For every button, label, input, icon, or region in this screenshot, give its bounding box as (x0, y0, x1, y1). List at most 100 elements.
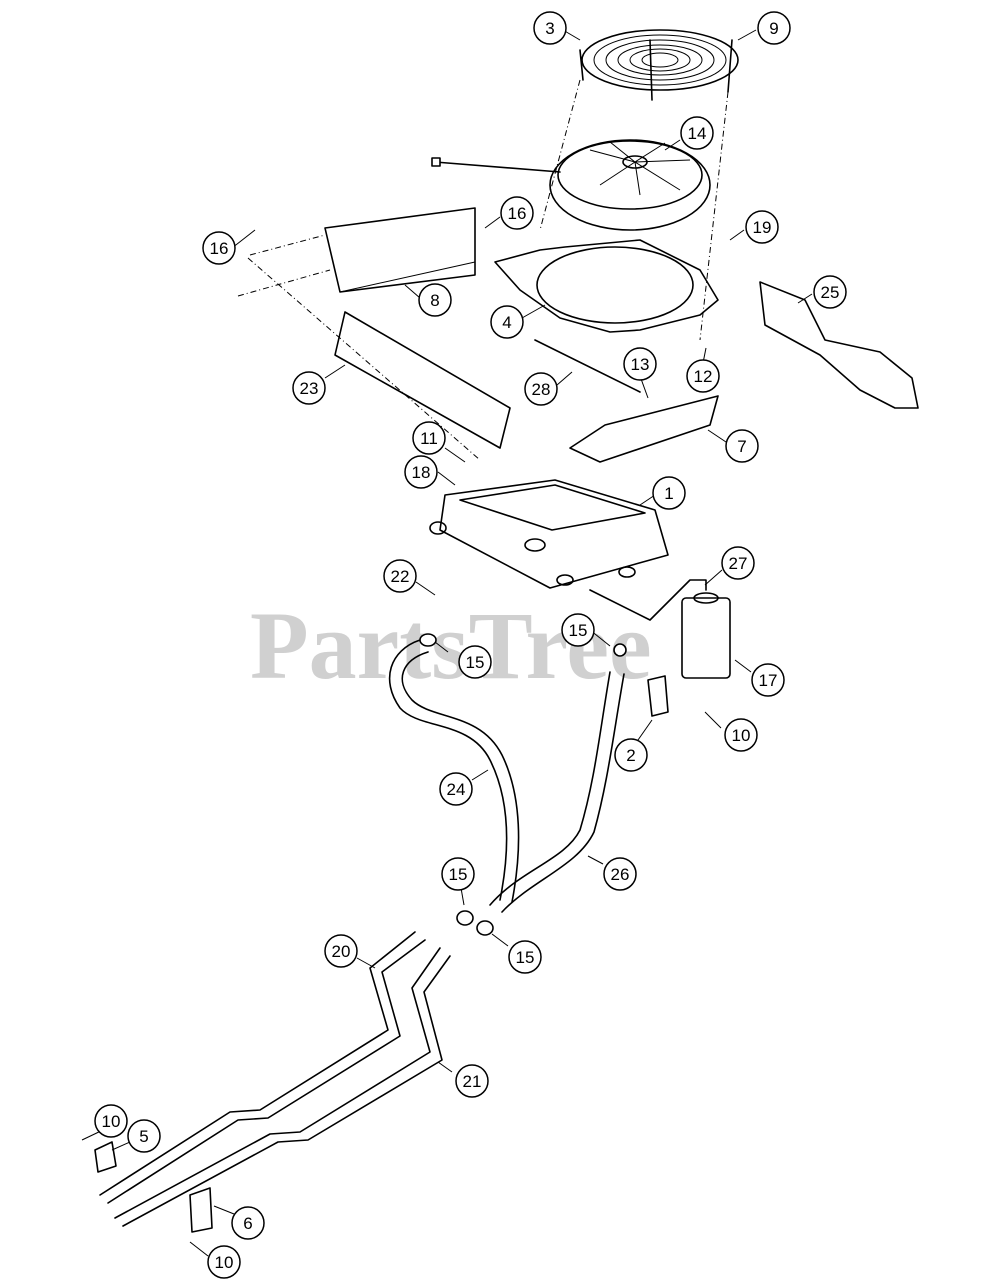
callout-circle (508, 940, 542, 974)
callout-number: 20 (332, 942, 351, 961)
radiator (429, 479, 669, 589)
callout-2: 2 (614, 738, 648, 772)
hose-lower (489, 671, 625, 913)
callout-number: 15 (449, 865, 468, 884)
callout-circle (757, 11, 791, 45)
callout-13: 13 (623, 347, 657, 381)
callout-number: 4 (502, 313, 511, 332)
callout-number: 11 (420, 429, 438, 448)
rod (534, 339, 641, 393)
callout-27: 27 (721, 546, 755, 580)
callout-circle (524, 372, 558, 406)
shroud-plate (494, 239, 719, 333)
callout-18: 18 (404, 455, 438, 489)
callout-10: 10 (207, 1245, 241, 1279)
callout-circle (533, 11, 567, 45)
callout-number: 10 (102, 1112, 121, 1131)
hose-clamps (419, 633, 627, 936)
callout-8: 8 (418, 283, 452, 317)
callout-10: 10 (94, 1104, 128, 1138)
callout-number: 19 (753, 218, 772, 237)
callout-24: 24 (439, 772, 473, 806)
callout-circle (561, 613, 595, 647)
bracket-small (647, 675, 669, 717)
callout-23: 23 (292, 371, 326, 405)
callout-number: 23 (300, 379, 319, 398)
callout-circle (441, 857, 475, 891)
tube-20 (99, 931, 426, 1204)
callout-number: 16 (508, 204, 527, 223)
callout-circle (490, 305, 524, 339)
callout-circle (603, 857, 637, 891)
callout-number: 17 (759, 671, 778, 690)
callout-circle (202, 231, 236, 265)
callout-9: 9 (757, 11, 791, 45)
callout-number: 14 (688, 124, 707, 143)
callout-26: 26 (603, 857, 637, 891)
callout-12: 12 (686, 359, 720, 393)
callout-circle (94, 1104, 128, 1138)
callout-15: 15 (458, 645, 492, 679)
callout-15: 15 (561, 613, 595, 647)
callout-20: 20 (324, 934, 358, 968)
callout-number: 18 (412, 463, 431, 482)
callout-21: 21 (455, 1064, 489, 1098)
callout-5: 5 (127, 1119, 161, 1153)
callout-number: 10 (215, 1253, 234, 1272)
callout-circle (725, 429, 759, 463)
watermark-text: PartsTree (250, 592, 652, 699)
callout-circle (292, 371, 326, 405)
callout-circle (652, 476, 686, 510)
callout-number: 13 (631, 355, 650, 374)
callout-number: 10 (732, 726, 751, 745)
callout-number: 26 (611, 865, 630, 884)
callout-3: 3 (533, 11, 567, 45)
callout-25: 25 (813, 275, 847, 309)
callout-10: 10 (724, 718, 758, 752)
callout-15: 15 (441, 857, 475, 891)
callout-number: 12 (694, 367, 713, 386)
fan-assembly (431, 139, 711, 231)
callout-number: 2 (626, 746, 635, 765)
callout-circle (680, 116, 714, 150)
callout-number: 16 (210, 239, 229, 258)
callout-number: 3 (545, 19, 554, 38)
callout-17: 17 (751, 663, 785, 697)
callout-15: 15 (508, 940, 542, 974)
callout-circle (127, 1119, 161, 1153)
callout-number: 27 (729, 554, 748, 573)
bracket-6 (189, 1187, 213, 1233)
callout-16: 16 (500, 196, 534, 230)
construction-lines (237, 79, 729, 461)
callout-19: 19 (745, 210, 779, 244)
callout-number: 6 (243, 1214, 252, 1233)
callout-16: 16 (202, 231, 236, 265)
callout-number: 15 (466, 653, 485, 672)
bracket-5 (94, 1141, 117, 1173)
callout-number: 15 (516, 948, 535, 967)
callout-number: 24 (447, 780, 466, 799)
callout-6: 6 (231, 1206, 265, 1240)
callout-number: 7 (737, 437, 746, 456)
callout-number: 9 (769, 19, 778, 38)
coolant-reservoir (589, 579, 731, 679)
callout-circle (813, 275, 847, 309)
tube-21 (114, 947, 451, 1227)
callout-circle (721, 546, 755, 580)
panel-upper-left (324, 207, 476, 293)
callout-number: 5 (139, 1127, 148, 1146)
callout-number: 8 (430, 291, 439, 310)
callout-circle (500, 196, 534, 230)
callout-number: 15 (569, 621, 588, 640)
fan-guard (579, 29, 739, 101)
callout-number: 21 (463, 1072, 482, 1091)
hose-upper (388, 639, 520, 903)
callout-circle (623, 347, 657, 381)
callout-14: 14 (680, 116, 714, 150)
callout-circle (207, 1245, 241, 1279)
callout-circle (324, 934, 358, 968)
callout-7: 7 (725, 429, 759, 463)
callout-number: 28 (532, 380, 551, 399)
callout-circle (614, 738, 648, 772)
